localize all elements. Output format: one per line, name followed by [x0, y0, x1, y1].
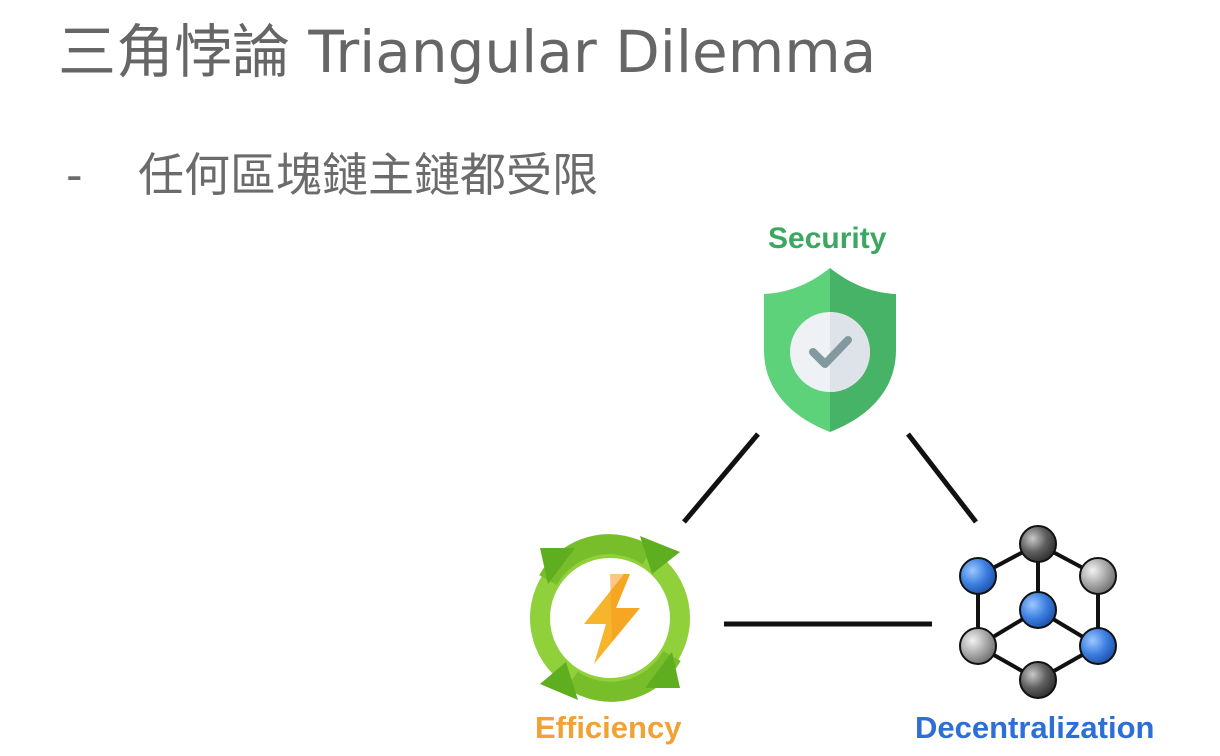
- bullet-text: 任何區塊鏈主鏈都受限: [138, 148, 598, 202]
- bullet-item: - 任何區塊鏈主鏈都受限: [66, 148, 598, 203]
- shield-check-icon: [764, 268, 896, 432]
- connector-security-decentralization: [906, 432, 978, 524]
- bullet-marker: -: [66, 148, 83, 202]
- network-nodes-icon: [959, 525, 1117, 699]
- efficiency-label: Efficiency: [535, 710, 682, 745]
- slide-title: 三角悖論 Triangular Dilemma: [58, 18, 877, 86]
- security-label: Security: [768, 222, 887, 255]
- recycle-lightning-icon: [530, 534, 690, 702]
- connector-security-efficiency: [682, 432, 760, 524]
- decentralization-label: Decentralization: [915, 710, 1155, 745]
